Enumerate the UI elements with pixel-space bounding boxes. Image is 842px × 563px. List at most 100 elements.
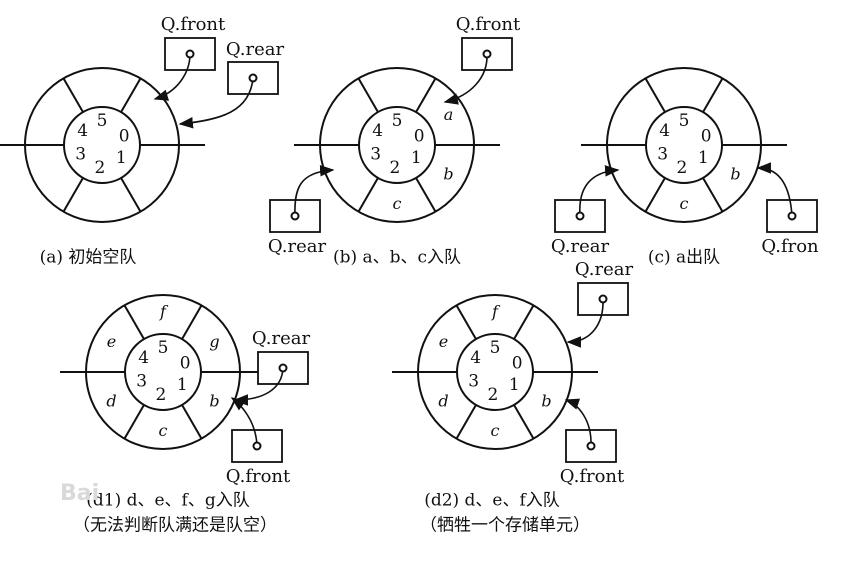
pointer-arrow — [443, 53, 488, 105]
spoke-3 — [62, 177, 84, 213]
slot-index-4: 4 — [659, 121, 670, 141]
cell-value-4: e — [107, 332, 116, 351]
cell-value-3: d — [438, 391, 448, 410]
spoke-0 — [513, 304, 535, 340]
pointer-label: Q.front — [456, 14, 521, 35]
cell-value-2: c — [393, 194, 402, 213]
spoke-5 — [357, 77, 379, 113]
caption: (d2) d、e、f入队 — [424, 491, 560, 511]
cell-value-2: c — [491, 421, 500, 440]
slot-index-2: 2 — [156, 385, 167, 405]
pointer-dot — [575, 211, 585, 221]
slot-index-4: 4 — [470, 348, 481, 368]
spoke-5 — [62, 77, 84, 113]
pointer-arrow — [564, 398, 592, 447]
pointer-dot — [290, 211, 300, 221]
caption: (d1) d、e、f、g入队 — [86, 491, 249, 511]
pointer-q-front: Q.front — [153, 14, 226, 101]
pointer-label: Q.rear — [226, 39, 285, 60]
pointer-dot — [482, 49, 492, 59]
slot-index-3: 3 — [75, 144, 86, 164]
spoke-0 — [415, 77, 437, 113]
slot-index-3: 3 — [136, 371, 147, 391]
caption: (a) 初始空队 — [40, 248, 137, 268]
slot-index-4: 4 — [77, 121, 88, 141]
spoke-3 — [123, 404, 145, 440]
caption-note: （牺牲一个存储单元） — [420, 516, 590, 536]
slot-index-1: 1 — [509, 375, 520, 395]
cell-value-1: b — [443, 164, 453, 183]
cell-value-0: g — [209, 332, 219, 351]
slot-index-1: 1 — [411, 148, 422, 168]
caption: (c) a出队 — [648, 248, 720, 268]
pointer-q-front: Q.front — [560, 398, 625, 487]
pointer-dot — [252, 441, 262, 451]
slot-index-5: 5 — [392, 111, 403, 131]
slot-index-1: 1 — [116, 148, 127, 168]
slot-index-0: 0 — [512, 353, 523, 373]
slot-index-2: 2 — [95, 158, 106, 178]
pointer-q-rear: Q.rear — [178, 39, 285, 129]
cell-value-4: e — [439, 332, 448, 351]
pointer-q-fron: Q.fron — [756, 162, 819, 257]
cell-value-0: a — [444, 105, 454, 124]
pointer-arrow — [294, 165, 335, 217]
cell-value-2: c — [680, 194, 689, 213]
slot-index-5: 5 — [97, 111, 108, 131]
cell-value-1: b — [730, 164, 740, 183]
cell-value-5: f — [491, 302, 501, 321]
pointer-label: Q.front — [560, 466, 625, 487]
cell-value-1: b — [209, 391, 219, 410]
pointer-q-front: Q.front — [443, 14, 521, 105]
pointer-dot — [598, 294, 608, 304]
slot-index-5: 5 — [679, 111, 690, 131]
slot-index-1: 1 — [698, 148, 709, 168]
pointer-arrow — [756, 162, 793, 217]
pointer-dot — [586, 441, 596, 451]
slot-index-3: 3 — [370, 144, 381, 164]
watermark: Bai — [60, 481, 99, 506]
cell-value-5: f — [159, 302, 169, 321]
cell-value-2: c — [159, 421, 168, 440]
pointer-q-rear: Q.rear — [566, 259, 634, 348]
spoke-5 — [123, 304, 145, 340]
cell-value-1: b — [541, 391, 551, 410]
caption-note: （无法判断队满还是队空） — [73, 516, 277, 536]
slot-index-1: 1 — [177, 375, 188, 395]
pointer-arrow — [566, 298, 604, 348]
slot-index-0: 0 — [119, 126, 130, 146]
pointer-label: Q.rear — [575, 259, 634, 280]
spoke-3 — [357, 177, 379, 213]
spoke-2 — [415, 177, 437, 213]
pointer-arrow — [579, 165, 620, 217]
pointer-q-rear: Q.rear — [233, 328, 311, 406]
slot-index-4: 4 — [138, 348, 149, 368]
pointer-q-rear: Q.rear — [268, 165, 335, 257]
caption: (b) a、b、c入队 — [333, 248, 461, 268]
slot-index-0: 0 — [701, 126, 712, 146]
spoke-0 — [702, 77, 724, 113]
slot-index-2: 2 — [390, 158, 401, 178]
pointer-dot — [248, 73, 258, 83]
spoke-5 — [644, 77, 666, 113]
spoke-0 — [181, 304, 203, 340]
spoke-2 — [702, 177, 724, 213]
pointer-arrow — [230, 397, 258, 447]
slot-index-3: 3 — [657, 144, 668, 164]
slot-index-0: 0 — [180, 353, 191, 373]
pointer-label: Q.front — [226, 466, 291, 487]
slot-index-5: 5 — [158, 338, 169, 358]
pointer-label: Q.rear — [252, 328, 311, 349]
pointer-q-front: Q.front — [226, 397, 291, 487]
spoke-3 — [644, 177, 666, 213]
pointer-label: Q.rear — [551, 236, 610, 257]
pointer-q-rear: Q.rear — [551, 165, 620, 257]
pointer-label: Q.front — [161, 14, 226, 35]
slot-index-0: 0 — [414, 126, 425, 146]
pointer-dot — [787, 211, 797, 221]
slot-index-4: 4 — [372, 121, 383, 141]
pointer-dot — [278, 363, 288, 373]
